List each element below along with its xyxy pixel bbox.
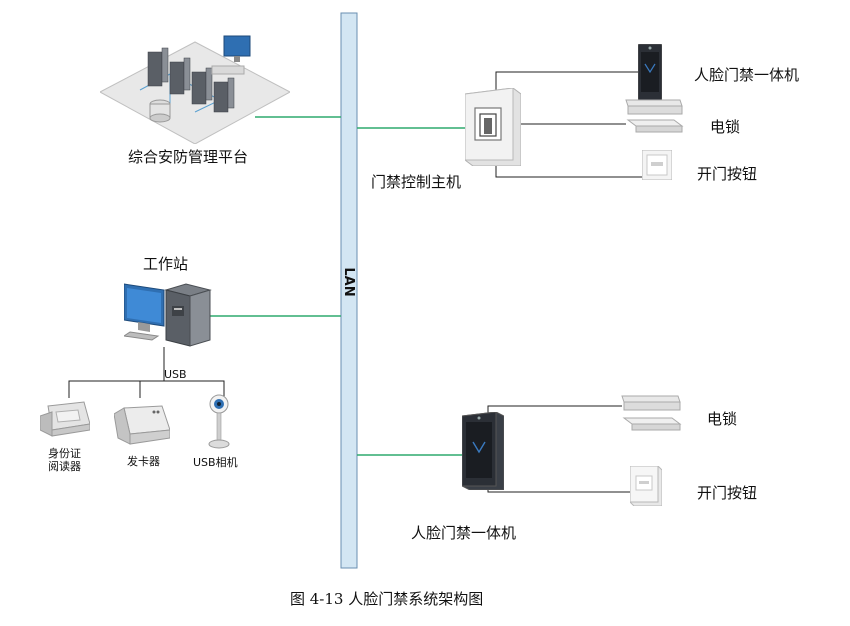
bottom-electric-lock-icon — [621, 395, 682, 431]
id-reader-label: 身份证 阅读器 — [48, 447, 81, 473]
controller-label: 门禁控制主机 — [371, 173, 462, 191]
device-wires — [68, 71, 642, 493]
face-terminal-icon — [638, 44, 662, 100]
usb-camera-label: USB相机 — [193, 456, 238, 469]
workstation-label: 工作站 — [143, 255, 189, 273]
electric-lock-icon — [625, 99, 684, 133]
top-exit-button-label: 开门按钮 — [697, 165, 758, 183]
network-links — [207, 116, 466, 456]
card-issuer-label: 发卡器 — [127, 455, 160, 468]
bottom-exit-button-icon — [630, 466, 662, 506]
lan-label: LAN — [341, 267, 357, 297]
bottom-lock-label: 电锁 — [707, 410, 738, 428]
usb-label: USB — [164, 368, 187, 381]
top-lock-label: 电锁 — [710, 118, 741, 136]
platform-label: 综合安防管理平台 — [128, 148, 249, 166]
workstation-icon — [124, 283, 212, 347]
server-cluster-icon — [100, 35, 290, 144]
top-face-terminal-label: 人脸门禁一体机 — [694, 66, 800, 84]
bottom-face-terminal-label: 人脸门禁一体机 — [411, 524, 517, 542]
lan-bus — [340, 12, 358, 569]
exit-button-icon — [642, 150, 672, 180]
access-controller-icon — [465, 88, 521, 166]
bottom-face-terminal-icon — [462, 412, 504, 490]
card-issuer-icon — [114, 405, 170, 445]
bottom-exit-button-label: 开门按钮 — [697, 484, 758, 502]
id-reader-label-line1: 身份证 — [48, 447, 81, 460]
figure-caption: 图 4-13 人脸门禁系统架构图 — [290, 590, 484, 608]
usb-camera-icon — [208, 394, 230, 449]
id-reader-icon — [40, 401, 90, 437]
id-reader-label-line2: 阅读器 — [48, 460, 81, 473]
